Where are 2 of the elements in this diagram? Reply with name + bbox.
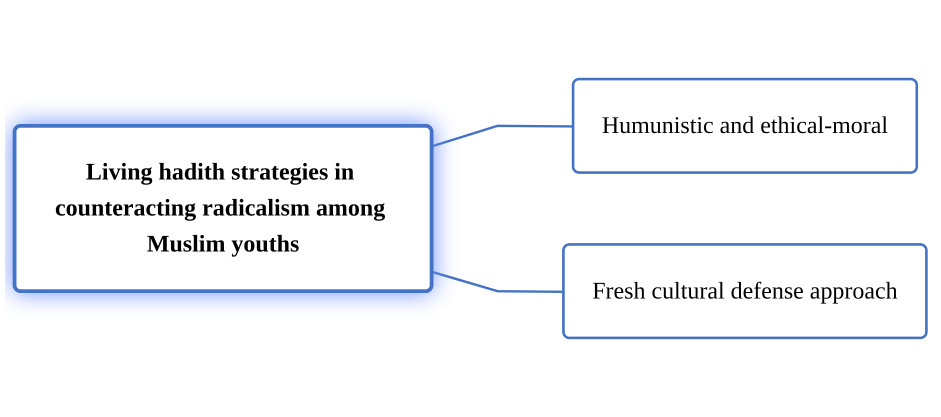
connector: [432, 270, 564, 293]
connector: [432, 124, 574, 148]
